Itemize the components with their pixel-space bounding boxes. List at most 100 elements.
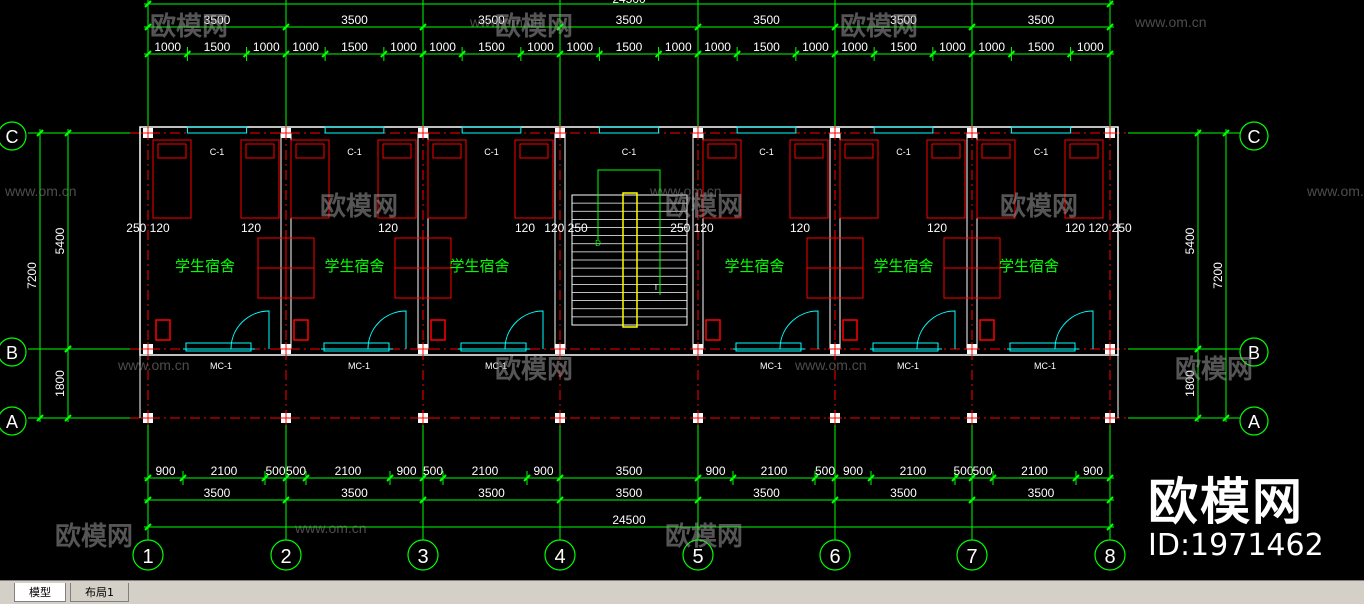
door-swing-arc bbox=[916, 310, 956, 350]
window-label: C-1 bbox=[210, 147, 225, 157]
bed bbox=[152, 139, 192, 219]
top-sub-dim-label: 1000 bbox=[527, 40, 554, 54]
bottom-sub-dim-label: 500 bbox=[953, 464, 973, 478]
door-label: MC-1 bbox=[485, 361, 507, 371]
wall-dim-label: 120 bbox=[241, 221, 261, 235]
watermark-brand: 欧模网 bbox=[1175, 354, 1253, 384]
window-c1 bbox=[461, 126, 522, 134]
bottom-sub-dim-label: 2100 bbox=[472, 464, 499, 478]
bottom-sub-dim-label: 2100 bbox=[335, 464, 362, 478]
top-sub-dim-tick-slash bbox=[792, 50, 800, 58]
top-sub-dim-label: 1000 bbox=[390, 40, 417, 54]
tab-model[interactable]: 模型 bbox=[14, 583, 66, 602]
watermark-url: www.om.cn bbox=[294, 520, 367, 536]
pillow bbox=[707, 143, 737, 159]
bottom-bay-dim-label: 3500 bbox=[478, 486, 505, 500]
axis-bubble-B bbox=[1239, 337, 1269, 367]
wash-basin bbox=[155, 319, 171, 341]
watermark-brand: 欧模网 bbox=[840, 11, 918, 41]
axis-bubble-label: 7 bbox=[966, 546, 977, 568]
top-sub-dim-tick-slash bbox=[517, 50, 525, 58]
bottom-sub-dim-label: 2100 bbox=[900, 464, 927, 478]
bed bbox=[240, 139, 280, 219]
watermark-url: www.om.cn bbox=[1134, 14, 1207, 30]
outer-wall bbox=[139, 126, 1119, 356]
door-label: MC-1 bbox=[897, 361, 919, 371]
axis-bubble-4 bbox=[544, 539, 576, 571]
watermark-url: www.om.cn bbox=[794, 357, 867, 373]
top-sub-dim-label: 1500 bbox=[341, 40, 368, 54]
window-label: C-1 bbox=[759, 147, 774, 157]
axis-bubble-A bbox=[0, 406, 27, 436]
door-swing-arc bbox=[504, 310, 544, 350]
room-label: 学生宿舍 bbox=[324, 258, 384, 275]
top-sub-dim-label: 1000 bbox=[292, 40, 319, 54]
wall-dim-label: 120 250 bbox=[544, 221, 588, 235]
stair-direction bbox=[597, 169, 661, 295]
tab-layout1[interactable]: 布局1 bbox=[70, 583, 129, 602]
door-swing-arc bbox=[367, 310, 407, 350]
bottom-sub-dim-tick-slash bbox=[179, 474, 187, 482]
bottom-sub-dim-tick-slash bbox=[439, 474, 447, 482]
bottom-sub-dim-tick-slash bbox=[386, 474, 394, 482]
pillow bbox=[432, 143, 462, 159]
watermark-url: www.om.cn bbox=[117, 357, 190, 373]
window-c1 bbox=[186, 126, 248, 134]
wall-dim-label: 120 bbox=[927, 221, 947, 235]
door-swing-arc bbox=[230, 310, 270, 350]
wall-dim-label: 120 250 bbox=[1088, 221, 1132, 235]
axis-bubble-label: A bbox=[1248, 412, 1260, 432]
dimension-lines: 2450035003500350035003500350035001000150… bbox=[25, 0, 1240, 540]
wash-basin bbox=[430, 319, 446, 341]
top-sub-dim-tick-slash bbox=[1007, 50, 1016, 58]
pillow bbox=[519, 143, 549, 159]
top-sub-dim-tick-slash bbox=[654, 50, 663, 58]
door-frame bbox=[872, 342, 939, 352]
top-bay-dim-label: 3500 bbox=[341, 13, 368, 27]
axis-bubble-label: B bbox=[6, 343, 18, 363]
axis-bubble-label: 5 bbox=[692, 546, 703, 568]
bottom-bay-dim-label: 3500 bbox=[890, 486, 917, 500]
wash-basin bbox=[979, 319, 995, 341]
axis-bubble-C bbox=[0, 121, 27, 151]
wall-dim-label: 250 120 bbox=[670, 221, 714, 235]
axis-bubble-label: 6 bbox=[829, 546, 840, 568]
window-label: C-1 bbox=[484, 147, 499, 157]
top-sub-dim-label: 1500 bbox=[478, 40, 505, 54]
top-sub-dim-label: 1000 bbox=[253, 40, 280, 54]
bottom-bay-dim-label: 3500 bbox=[341, 486, 368, 500]
window-c1 bbox=[598, 126, 660, 134]
bottom-sub-dim-label: 500 bbox=[815, 464, 835, 478]
watermark-brand: 欧模网 bbox=[55, 521, 133, 551]
pillow bbox=[382, 143, 412, 159]
bottom-sub-dim-tick-slash bbox=[523, 474, 531, 482]
drawing-canvas[interactable]: 2450035003500350035003500350035001000150… bbox=[0, 0, 1364, 580]
bottom-sub-dim-label: 3500 bbox=[616, 464, 643, 478]
wash-basin bbox=[293, 319, 309, 341]
top-sub-dim-tick-slash bbox=[1066, 50, 1075, 58]
bottom-sub-dim-tick-slash bbox=[867, 474, 875, 482]
right-dim-inner-label: 5400 bbox=[1183, 227, 1197, 254]
pillow bbox=[1069, 143, 1099, 159]
bed bbox=[789, 139, 829, 219]
stair-handrail bbox=[622, 192, 638, 328]
layout-tab-bar: 模型 布局1 bbox=[0, 580, 1364, 604]
bottom-sub-dim-tick-slash bbox=[1072, 474, 1080, 482]
axis-bubble-A bbox=[1239, 406, 1269, 436]
bed bbox=[1064, 139, 1104, 219]
door-swing-arc bbox=[1054, 310, 1094, 350]
bed bbox=[702, 139, 742, 219]
bottom-overall-dim-label: 24500 bbox=[612, 513, 646, 527]
watermark-url: www.om.cn bbox=[469, 14, 542, 30]
window-label: C-1 bbox=[622, 147, 637, 157]
bottom-bay-dim-label: 3500 bbox=[1028, 486, 1055, 500]
wall-dim-label: 120 bbox=[515, 221, 535, 235]
watermark-brand: 欧模网 bbox=[320, 191, 398, 221]
axis-bubble-label: A bbox=[6, 412, 18, 432]
watermark-brand: 欧模网 bbox=[665, 521, 743, 551]
top-sub-dim-label: 1500 bbox=[753, 40, 780, 54]
watermark-id: ID:1971462 bbox=[1148, 528, 1324, 563]
watermark-brand: 欧模网 bbox=[665, 191, 743, 221]
bottom-sub-dim-label: 900 bbox=[1083, 464, 1103, 478]
